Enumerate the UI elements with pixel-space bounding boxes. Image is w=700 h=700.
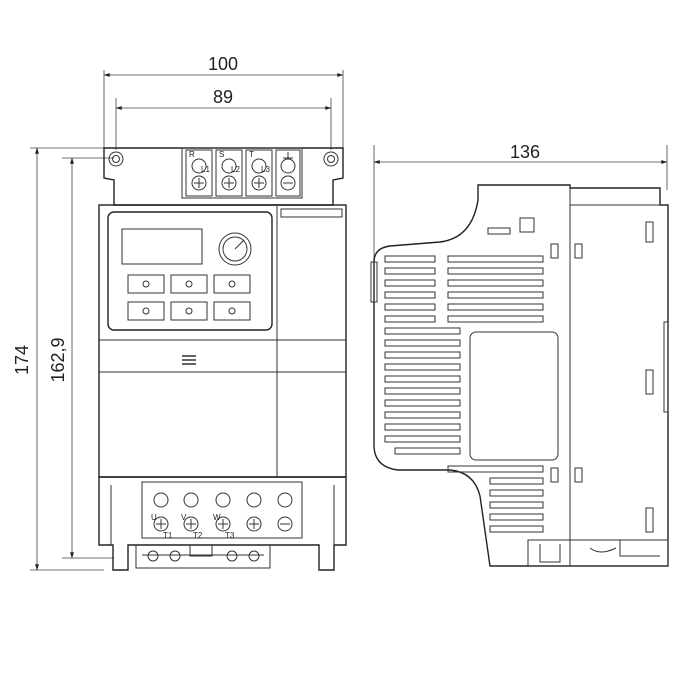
front-view: R L1 S L2 T L3 [98, 147, 347, 571]
mount-hole-top-left [108, 151, 124, 167]
side-view [370, 184, 669, 567]
terminal-label-t2: T2 [193, 531, 203, 540]
dim-label-174: 174 [12, 345, 32, 375]
display-window [121, 228, 203, 265]
dim-label-100: 100 [208, 54, 238, 74]
terminal-label-t3: T3 [225, 531, 235, 540]
dim-label-162-9: 162,9 [48, 337, 68, 382]
terminal-label-l2: L2 [231, 165, 240, 174]
terminal-label-l3: L3 [261, 165, 270, 174]
bottom-terminal-block: U T1 V T2 W T3 [151, 492, 293, 540]
terminal-label-u: U [151, 513, 157, 522]
dimension-overall-width: 100 [103, 54, 344, 150]
mount-hole-top-right [323, 151, 339, 167]
terminal-label-t1: T1 [163, 531, 173, 540]
terminal-label-t: T [249, 150, 254, 159]
side-label-area [469, 331, 559, 461]
dim-label-136: 136 [510, 142, 540, 162]
keypad-buttons [127, 274, 251, 321]
dimension-mounting-height: 162,9 [48, 157, 114, 559]
terminal-u-t1: U T1 [151, 492, 173, 540]
terminal-label-w: W [213, 513, 221, 522]
terminal-ground-top [275, 149, 301, 197]
terminal-t-l3: T L3 [245, 149, 273, 197]
terminal-label-s: S [219, 150, 224, 159]
terminal-w-t3: W T3 [213, 492, 235, 540]
side-vent-slots [384, 255, 544, 533]
terminal-v-t2: V T2 [181, 492, 203, 540]
din-rail-slots [550, 221, 669, 533]
top-terminal-block: R L1 S L2 T L3 [181, 147, 303, 199]
front-body [98, 204, 347, 478]
terminal-s-l2: S L2 [215, 149, 243, 197]
keypad-panel [107, 211, 273, 331]
dimension-mounting-width: 89 [115, 87, 332, 150]
dimension-overall-height: 174 [12, 147, 104, 571]
terminal-label-l1: L1 [201, 165, 210, 174]
dimension-depth: 136 [373, 142, 668, 260]
menu-icon [182, 355, 196, 365]
terminal-label-v: V [181, 513, 187, 522]
terminal-ground-bottom [277, 492, 293, 532]
terminal-label-r: R [189, 150, 195, 159]
terminal-r-l1: R L1 [185, 149, 213, 197]
dim-label-89: 89 [213, 87, 233, 107]
potentiometer-knob [218, 232, 252, 266]
terminal-extra-1 [246, 492, 262, 532]
